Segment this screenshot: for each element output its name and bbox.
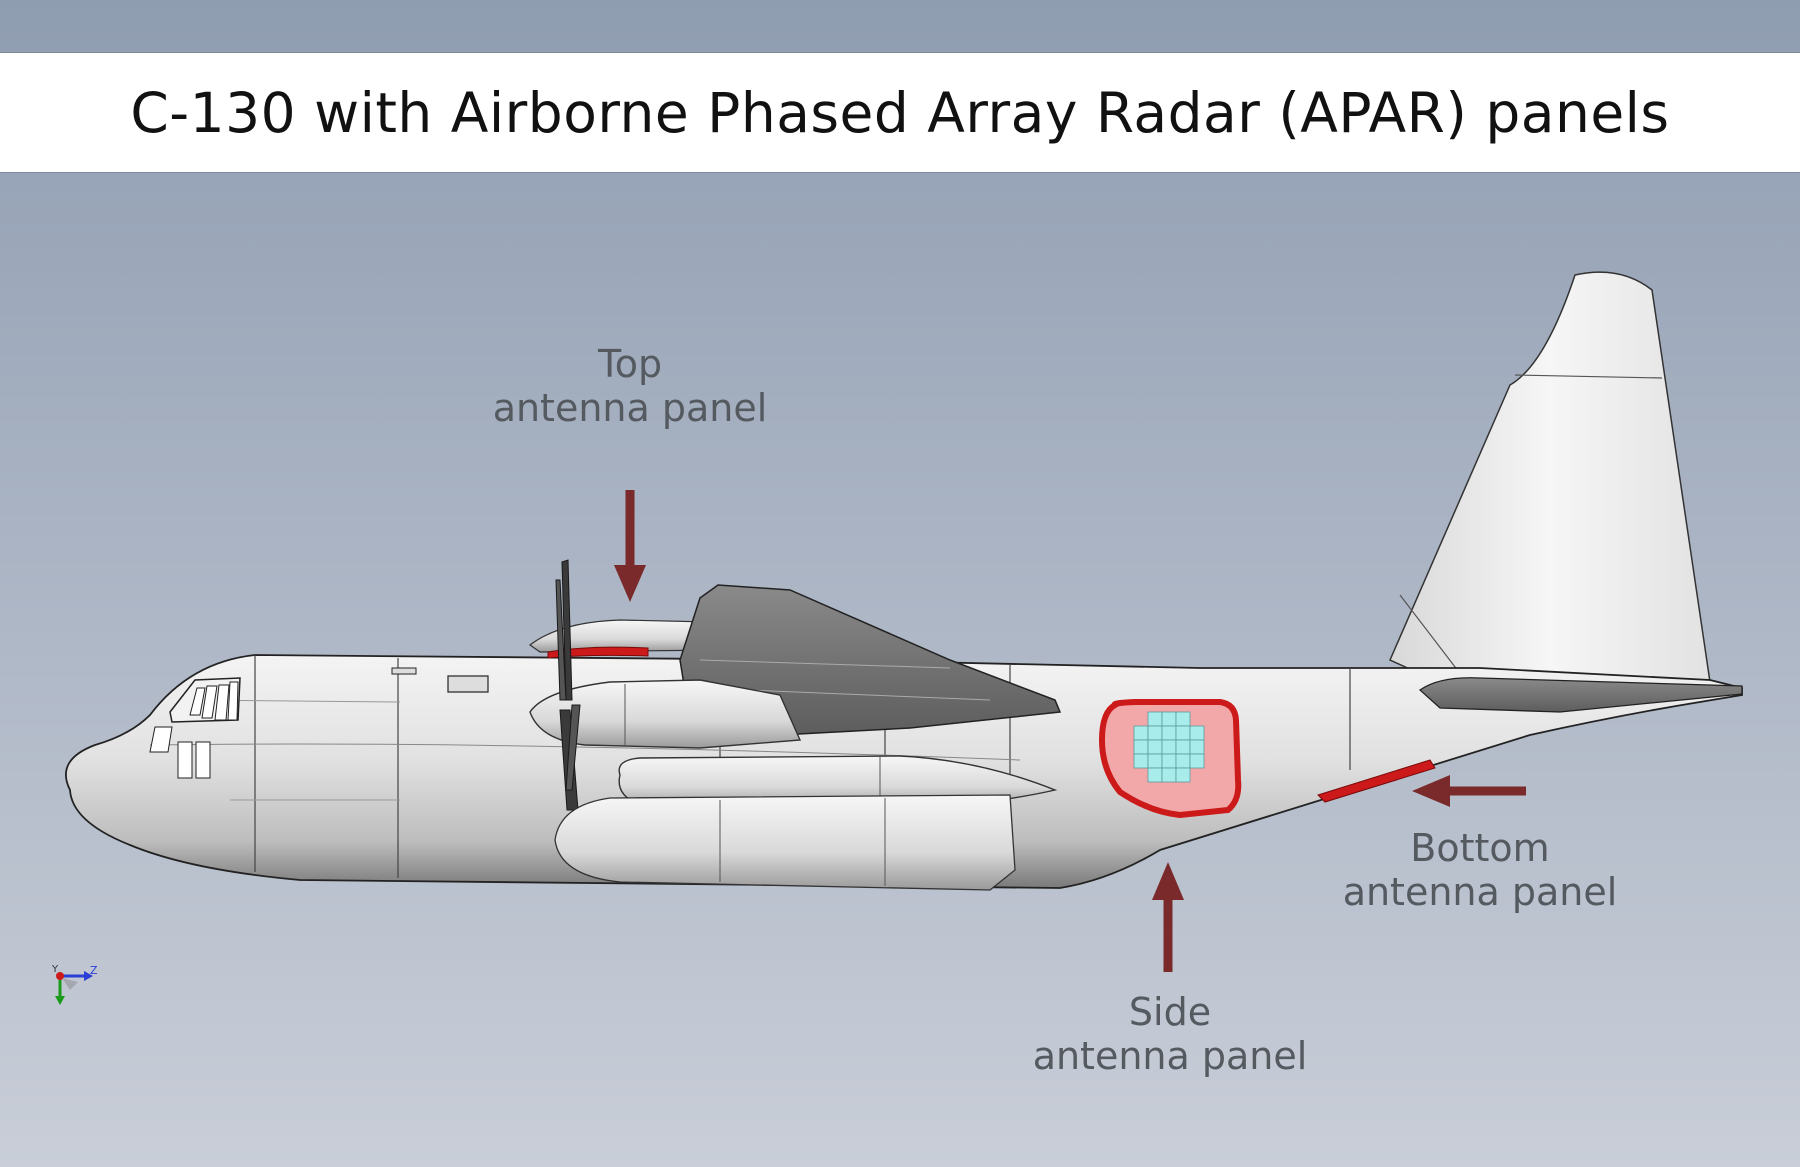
bottom-label-line1: Bottom xyxy=(1410,826,1550,870)
bottom-label-line2: antenna panel xyxy=(1342,870,1618,914)
side-panel-array-grid xyxy=(1133,711,1205,783)
fuselage-vent xyxy=(391,667,417,675)
fuselage-hatch xyxy=(447,675,489,693)
coordinate-triad: Y Z xyxy=(51,964,98,1005)
top-label-line1: Top xyxy=(597,342,663,386)
bottom-antenna-panel xyxy=(1317,759,1436,803)
side-antenna-label: Side antenna panel xyxy=(1020,990,1320,1078)
near-engine-nacelle xyxy=(529,679,802,749)
propeller xyxy=(555,559,581,811)
top-antenna-label: Top antenna panel xyxy=(480,342,780,430)
gear-sponson xyxy=(554,794,1016,891)
bottom-antenna-label: Bottom antenna panel xyxy=(1330,826,1630,914)
top-panel-arrow xyxy=(614,490,646,602)
bottom-panel-arrow xyxy=(1412,775,1526,807)
triad-z-label: Z xyxy=(90,964,98,977)
title-bar: C-130 with Airborne Phased Array Radar (… xyxy=(0,52,1800,173)
cockpit-windows xyxy=(149,677,241,779)
side-label-line2: antenna panel xyxy=(1032,1034,1308,1078)
top-label-line2: antenna panel xyxy=(492,386,768,430)
diagram-title: C-130 with Airborne Phased Array Radar (… xyxy=(130,80,1670,145)
triad-y-label: Y xyxy=(51,964,59,975)
side-label-line1: Side xyxy=(1128,990,1212,1034)
side-panel-arrow xyxy=(1152,862,1184,972)
vertical-stabilizer xyxy=(1389,271,1711,693)
horizontal-stabilizer xyxy=(1418,677,1743,713)
side-antenna-panel xyxy=(1098,699,1242,819)
